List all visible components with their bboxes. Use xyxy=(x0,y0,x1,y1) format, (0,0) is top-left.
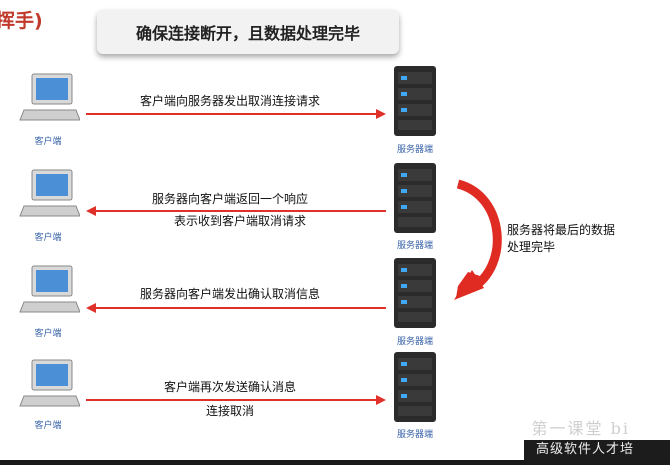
step1-message: 客户端向服务器发出取消连接请求 xyxy=(90,92,370,110)
arrow-to-server xyxy=(86,395,386,405)
client-label: 客户端 xyxy=(34,421,62,431)
side-note-line2: 处理完毕 xyxy=(507,240,556,254)
server-label: 服务器端 xyxy=(396,241,433,251)
arrow-to-client xyxy=(86,206,386,216)
side-note: 服务器将最后的数据 处理完毕 xyxy=(507,222,657,256)
client-label: 客户端 xyxy=(34,137,62,147)
step3-message: 服务器向客户端发出确认取消信息 xyxy=(139,287,320,301)
server-label: 服务器端 xyxy=(396,145,433,155)
step1-line1: 客户端向服务器发出取消连接请求 xyxy=(139,94,320,108)
server-icon xyxy=(390,256,440,332)
server-icon xyxy=(390,161,440,237)
side-note-line1: 服务器将最后的数据 xyxy=(507,223,616,237)
server-icon xyxy=(390,64,440,140)
step2-message-line1: 服务器向客户端返回一个响应 xyxy=(151,192,308,206)
arrow-to-server xyxy=(86,109,386,119)
laptop-icon xyxy=(18,70,81,126)
step2-message-line2: 表示收到客户端取消请求 xyxy=(173,214,306,228)
header-banner: 确保连接断开，且数据处理完毕 xyxy=(97,10,399,54)
laptop-icon xyxy=(18,356,81,412)
laptop-icon xyxy=(18,166,81,222)
client-label: 客户端 xyxy=(34,329,62,339)
arrow-to-client xyxy=(86,303,386,313)
watermark: 第一课堂 bi xyxy=(531,419,630,438)
section-title: 挥手) xyxy=(0,10,43,32)
footer-banner: 高级软件人才培 xyxy=(524,440,670,460)
client-label: 客户端 xyxy=(34,233,62,243)
laptop-icon xyxy=(18,262,81,318)
server-icon xyxy=(390,350,440,426)
server-label: 服务器端 xyxy=(396,337,433,347)
bottom-bar xyxy=(0,460,670,465)
step4-message-line2: 连接取消 xyxy=(205,404,254,418)
processing-curved-arrow xyxy=(450,176,510,310)
step4-message-line1: 客户端再次发送确认消息 xyxy=(163,380,296,394)
server-label: 服务器端 xyxy=(396,430,433,440)
header-title: 确保连接断开，且数据处理完毕 xyxy=(135,24,360,43)
